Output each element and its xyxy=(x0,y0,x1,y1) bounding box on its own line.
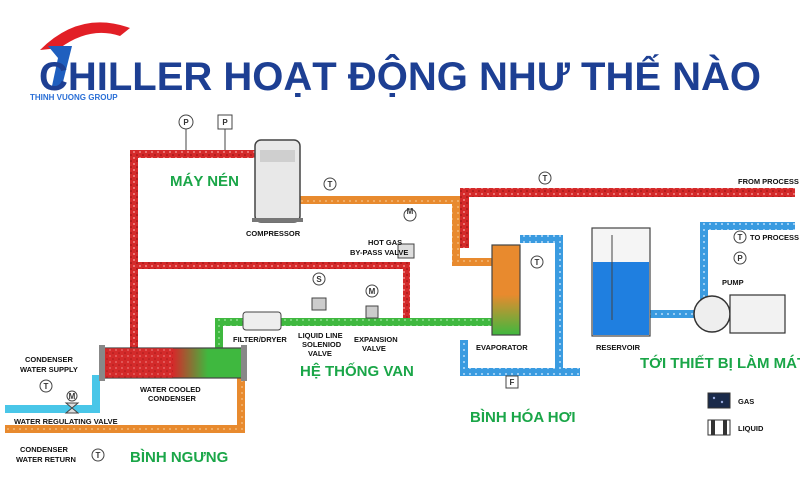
liquid-line-label-1: LIQUID LINE xyxy=(298,331,343,340)
temperature-letter-4: T xyxy=(738,233,743,242)
from-process-pipe xyxy=(460,188,795,197)
expansion-valve xyxy=(365,284,379,319)
temperature-gauge-1 xyxy=(323,177,337,191)
expansion-motor-letter: M xyxy=(369,287,376,296)
condenser-water-pipes xyxy=(5,375,245,433)
vn-label-valves: HỆ THỐNG VAN xyxy=(300,362,414,380)
logo-text: THINH VUONG GROUP xyxy=(30,93,118,102)
compressor xyxy=(252,139,303,223)
cond-supply-label-1: CONDENSER xyxy=(25,355,74,364)
evaporator xyxy=(491,244,521,336)
water-regulating-valve xyxy=(64,390,80,414)
temperature-gauge-2 xyxy=(538,171,552,185)
vn-label-compressor: MÁY NÉN xyxy=(170,173,239,190)
wcc-label-2: CONDENSER xyxy=(148,394,197,403)
temperature-letter-2: T xyxy=(543,174,548,183)
cond-return-label-2: WATER RETURN xyxy=(16,455,76,464)
logo-mark-blue xyxy=(48,46,72,86)
expansion-label-1: EXPANSION xyxy=(354,335,398,344)
pressure-gauge-2 xyxy=(217,114,233,150)
pump xyxy=(693,294,786,334)
temperature-letter-3: T xyxy=(535,258,540,267)
vn-label-evaporator: BÌNH HÓA HƠI xyxy=(470,408,576,426)
water-reg-label: WATER REGULATING VALVE xyxy=(14,417,118,426)
bypass-motor-letter: M xyxy=(407,207,414,216)
liquid-line-solenoid-valve xyxy=(311,272,327,311)
hot-gas-label-2: BY-PASS VALVE xyxy=(350,248,408,257)
pressure-letter-1: P xyxy=(183,118,189,127)
wcc-label-1: WATER COOLED xyxy=(140,385,201,394)
hot-gas-bypass-valve xyxy=(397,208,417,259)
pressure-gauge-3 xyxy=(733,251,747,265)
temperature-gauge-3 xyxy=(530,255,544,269)
compressor-label: COMPRESSOR xyxy=(246,229,301,238)
reservoir xyxy=(591,227,651,337)
page-title: CHILLER HOẠT ĐỘNG NHƯ THẾ NÀO xyxy=(39,53,761,99)
legend-gas-swatch xyxy=(707,392,731,409)
logo-swoosh-red xyxy=(40,22,130,50)
cond-supply-label-2: WATER SUPPLY xyxy=(20,365,78,374)
company-logo: THINH VUONG GROUP xyxy=(30,22,130,102)
from-process-down xyxy=(460,188,469,248)
chilled-water-pipes xyxy=(460,222,795,376)
filter-label: FILTER/DRYER xyxy=(233,335,287,344)
filter-dryer xyxy=(242,311,282,331)
water-cooled-condenser xyxy=(99,345,247,381)
water-reg-motor-letter: M xyxy=(69,392,76,401)
from-process-label: FROM PROCESS xyxy=(738,177,799,186)
liquid-line-label-3: VALVE xyxy=(308,349,332,358)
temperature-gauge-5 xyxy=(39,379,53,393)
temperature-gauge-4 xyxy=(733,230,747,244)
pump-label: PUMP xyxy=(722,278,744,287)
flow-letter: F xyxy=(510,378,515,387)
cond-return-label-1: CONDENSER xyxy=(20,445,69,454)
liquid-line-pipes xyxy=(215,318,515,358)
to-process-label: TO PROCESS xyxy=(750,233,799,242)
discharge-pipes xyxy=(300,196,500,266)
temperature-letter-5: T xyxy=(44,382,49,391)
pressure-letter-2: P xyxy=(222,118,228,127)
liquid-line-label-2: SOLENIOD xyxy=(302,340,342,349)
legend-liquid-label: LIQUID xyxy=(738,424,764,433)
pressure-gauge-1 xyxy=(178,114,194,150)
evaporator-label: EVAPORATOR xyxy=(476,343,528,352)
legend xyxy=(707,392,731,436)
hot-gas-label-1: HOT GAS xyxy=(368,238,402,247)
solenoid-letter: S xyxy=(316,275,322,284)
flow-gauge xyxy=(505,375,519,389)
reservoir-label: RESERVOIR xyxy=(596,343,641,352)
temperature-gauge-6 xyxy=(91,448,105,462)
expansion-label-2: VALVE xyxy=(362,344,386,353)
hot-gas-pipes xyxy=(130,150,410,360)
legend-gas-label: GAS xyxy=(738,397,754,406)
vn-label-to-equipment: TỚI THIẾT BỊ LÀM MÁT xyxy=(640,354,800,372)
temperature-letter-6: T xyxy=(96,451,101,460)
temperature-letter-1: T xyxy=(328,180,333,189)
pressure-letter-3: P xyxy=(737,254,743,263)
vn-label-condenser: BÌNH NGƯNG xyxy=(130,449,228,466)
